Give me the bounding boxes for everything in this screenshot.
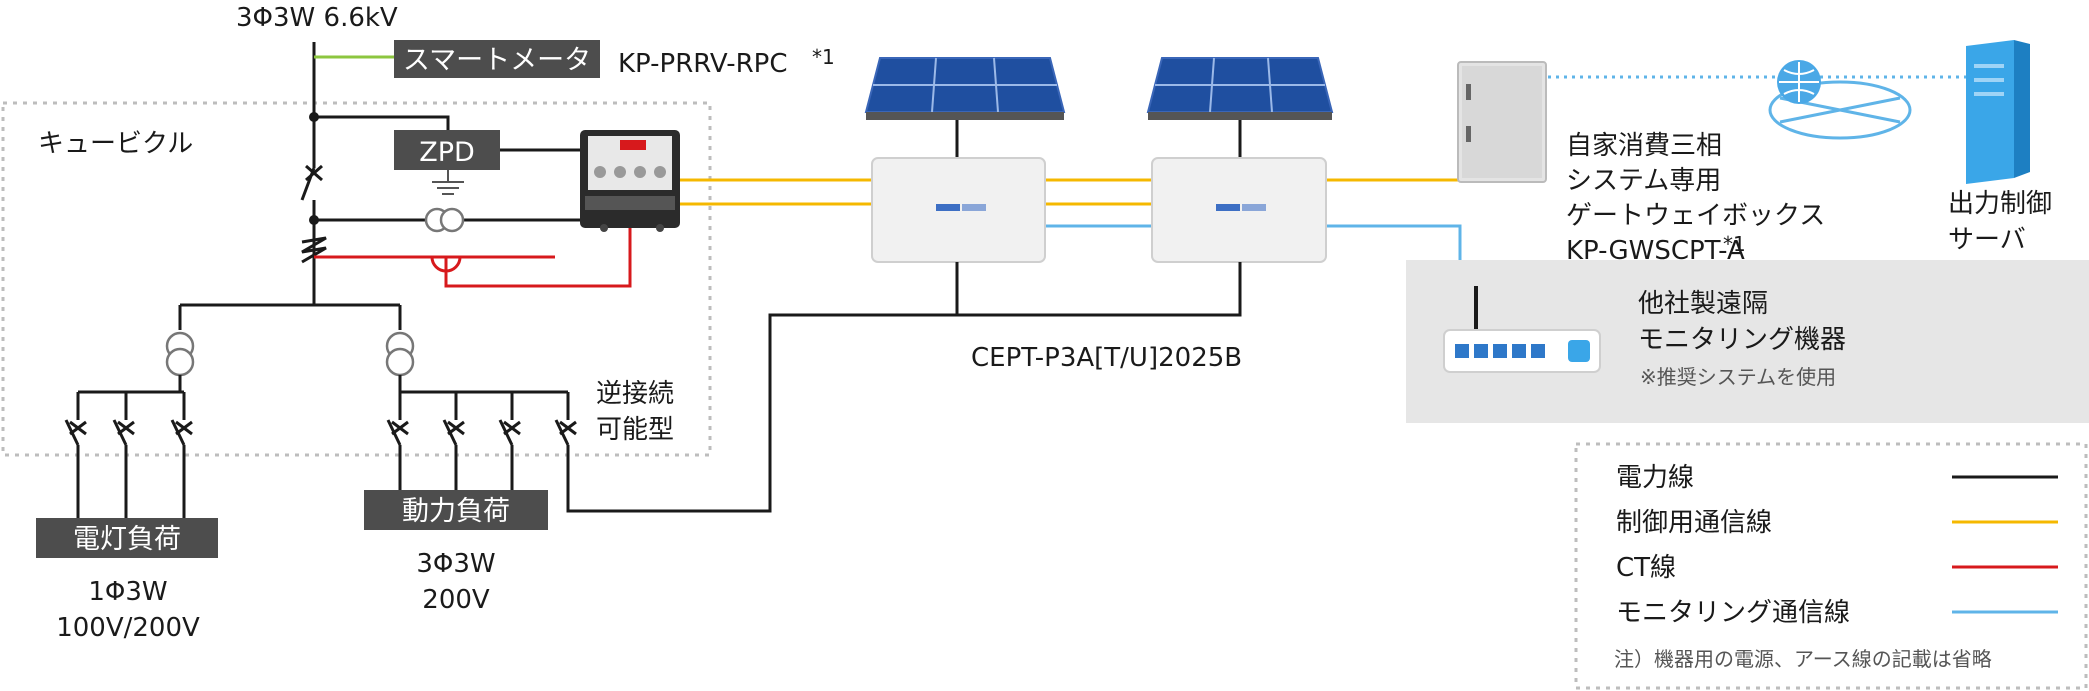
transformer-power-symbol (385, 305, 415, 392)
zpd-box (394, 130, 500, 170)
lighting-load-box (36, 518, 218, 558)
control-comm-lines (680, 178, 1458, 206)
lighting-load-spec-line1: 1Φ3W (88, 577, 167, 607)
server-label-line1: 出力制御 (1948, 189, 2052, 219)
pcs-model-label: CEPT-P3A[T/U]2025B (971, 343, 1242, 373)
monitoring-title-line1: 他社製遠隔 (1638, 289, 1768, 319)
legend-item: モニタリング通信線 (1616, 598, 2058, 628)
smart-meter-model: KP-PRRV-RPC (618, 49, 787, 79)
power-conditioner-2 (955, 157, 1327, 317)
ground-symbol (432, 170, 464, 195)
protection-relay-device (580, 130, 680, 232)
legend-item: 電力線 (1616, 463, 2058, 493)
solar-panel-array-2 (1146, 57, 1334, 158)
gateway-label-line3: ゲートウェイボックス (1566, 201, 1825, 231)
cubicle-label: キュービクル (38, 129, 193, 159)
svg-text:電力線: 電力線 (1616, 463, 1694, 493)
gateway-note-mark: *1 (1723, 232, 1746, 256)
power-load-box (364, 490, 548, 530)
smart-meter-note-mark: *1 (812, 45, 835, 69)
zpd-label: ZPD (419, 137, 475, 168)
smart-meter-box (394, 40, 600, 78)
legend-item: 制御用通信線 (1616, 508, 2058, 538)
main-breaker-symbol (301, 236, 327, 264)
legend-footnote: 注）機器用の電源、アース線の記載は省略 (1614, 647, 1992, 671)
lighting-load-spec-line2: 100V/200V (56, 613, 200, 643)
monitoring-title-line2: モニタリング機器 (1638, 325, 1846, 355)
ct-sensor-symbol (430, 256, 462, 273)
zct-transformer-symbol (424, 207, 465, 233)
svg-text:モニタリング通信線: モニタリング通信線 (1616, 598, 1850, 628)
power-load-spec-line2: 200V (422, 585, 490, 615)
zpd-feed-line (314, 115, 450, 130)
cubicle-boundary (1, 101, 712, 457)
reverse-connection-line1: 逆接続 (596, 379, 674, 409)
reverse-connection-line2: 可能型 (596, 415, 674, 445)
svg-text:CT線: CT線 (1616, 553, 1676, 583)
power-load-label: 動力負荷 (402, 496, 510, 527)
gateway-box-device (1457, 61, 1547, 183)
router-device (1443, 286, 1601, 373)
internet-globe-icon (1768, 60, 1912, 140)
main-power-line (300, 42, 323, 305)
server-icon (1966, 40, 2030, 184)
legend-box (1574, 442, 2088, 690)
transformer-lighting-symbol (165, 305, 195, 392)
legend-item: CT線 (1616, 553, 2058, 583)
svg-text:制御用通信線: 制御用通信線 (1616, 508, 1772, 538)
smart-meter-label: スマートメータ (403, 45, 591, 76)
gateway-label-line1: 自家消費三相 (1566, 131, 1722, 161)
grid-supply-label: 3Φ3W 6.6kV (236, 3, 398, 33)
solar-panel-array-1 (864, 57, 1066, 158)
monitoring-note: ※推奨システムを使用 (1640, 365, 1836, 389)
gateway-label-line2: システム専用 (1566, 166, 1721, 196)
power-load-spec-line1: 3Φ3W (416, 549, 495, 579)
lighting-feeders (64, 390, 193, 520)
lighting-load-label: 電灯負荷 (73, 524, 181, 555)
server-label-line2: サーバ (1948, 225, 2026, 255)
power-feeders (386, 313, 955, 513)
power-conditioner-1 (871, 157, 1046, 315)
